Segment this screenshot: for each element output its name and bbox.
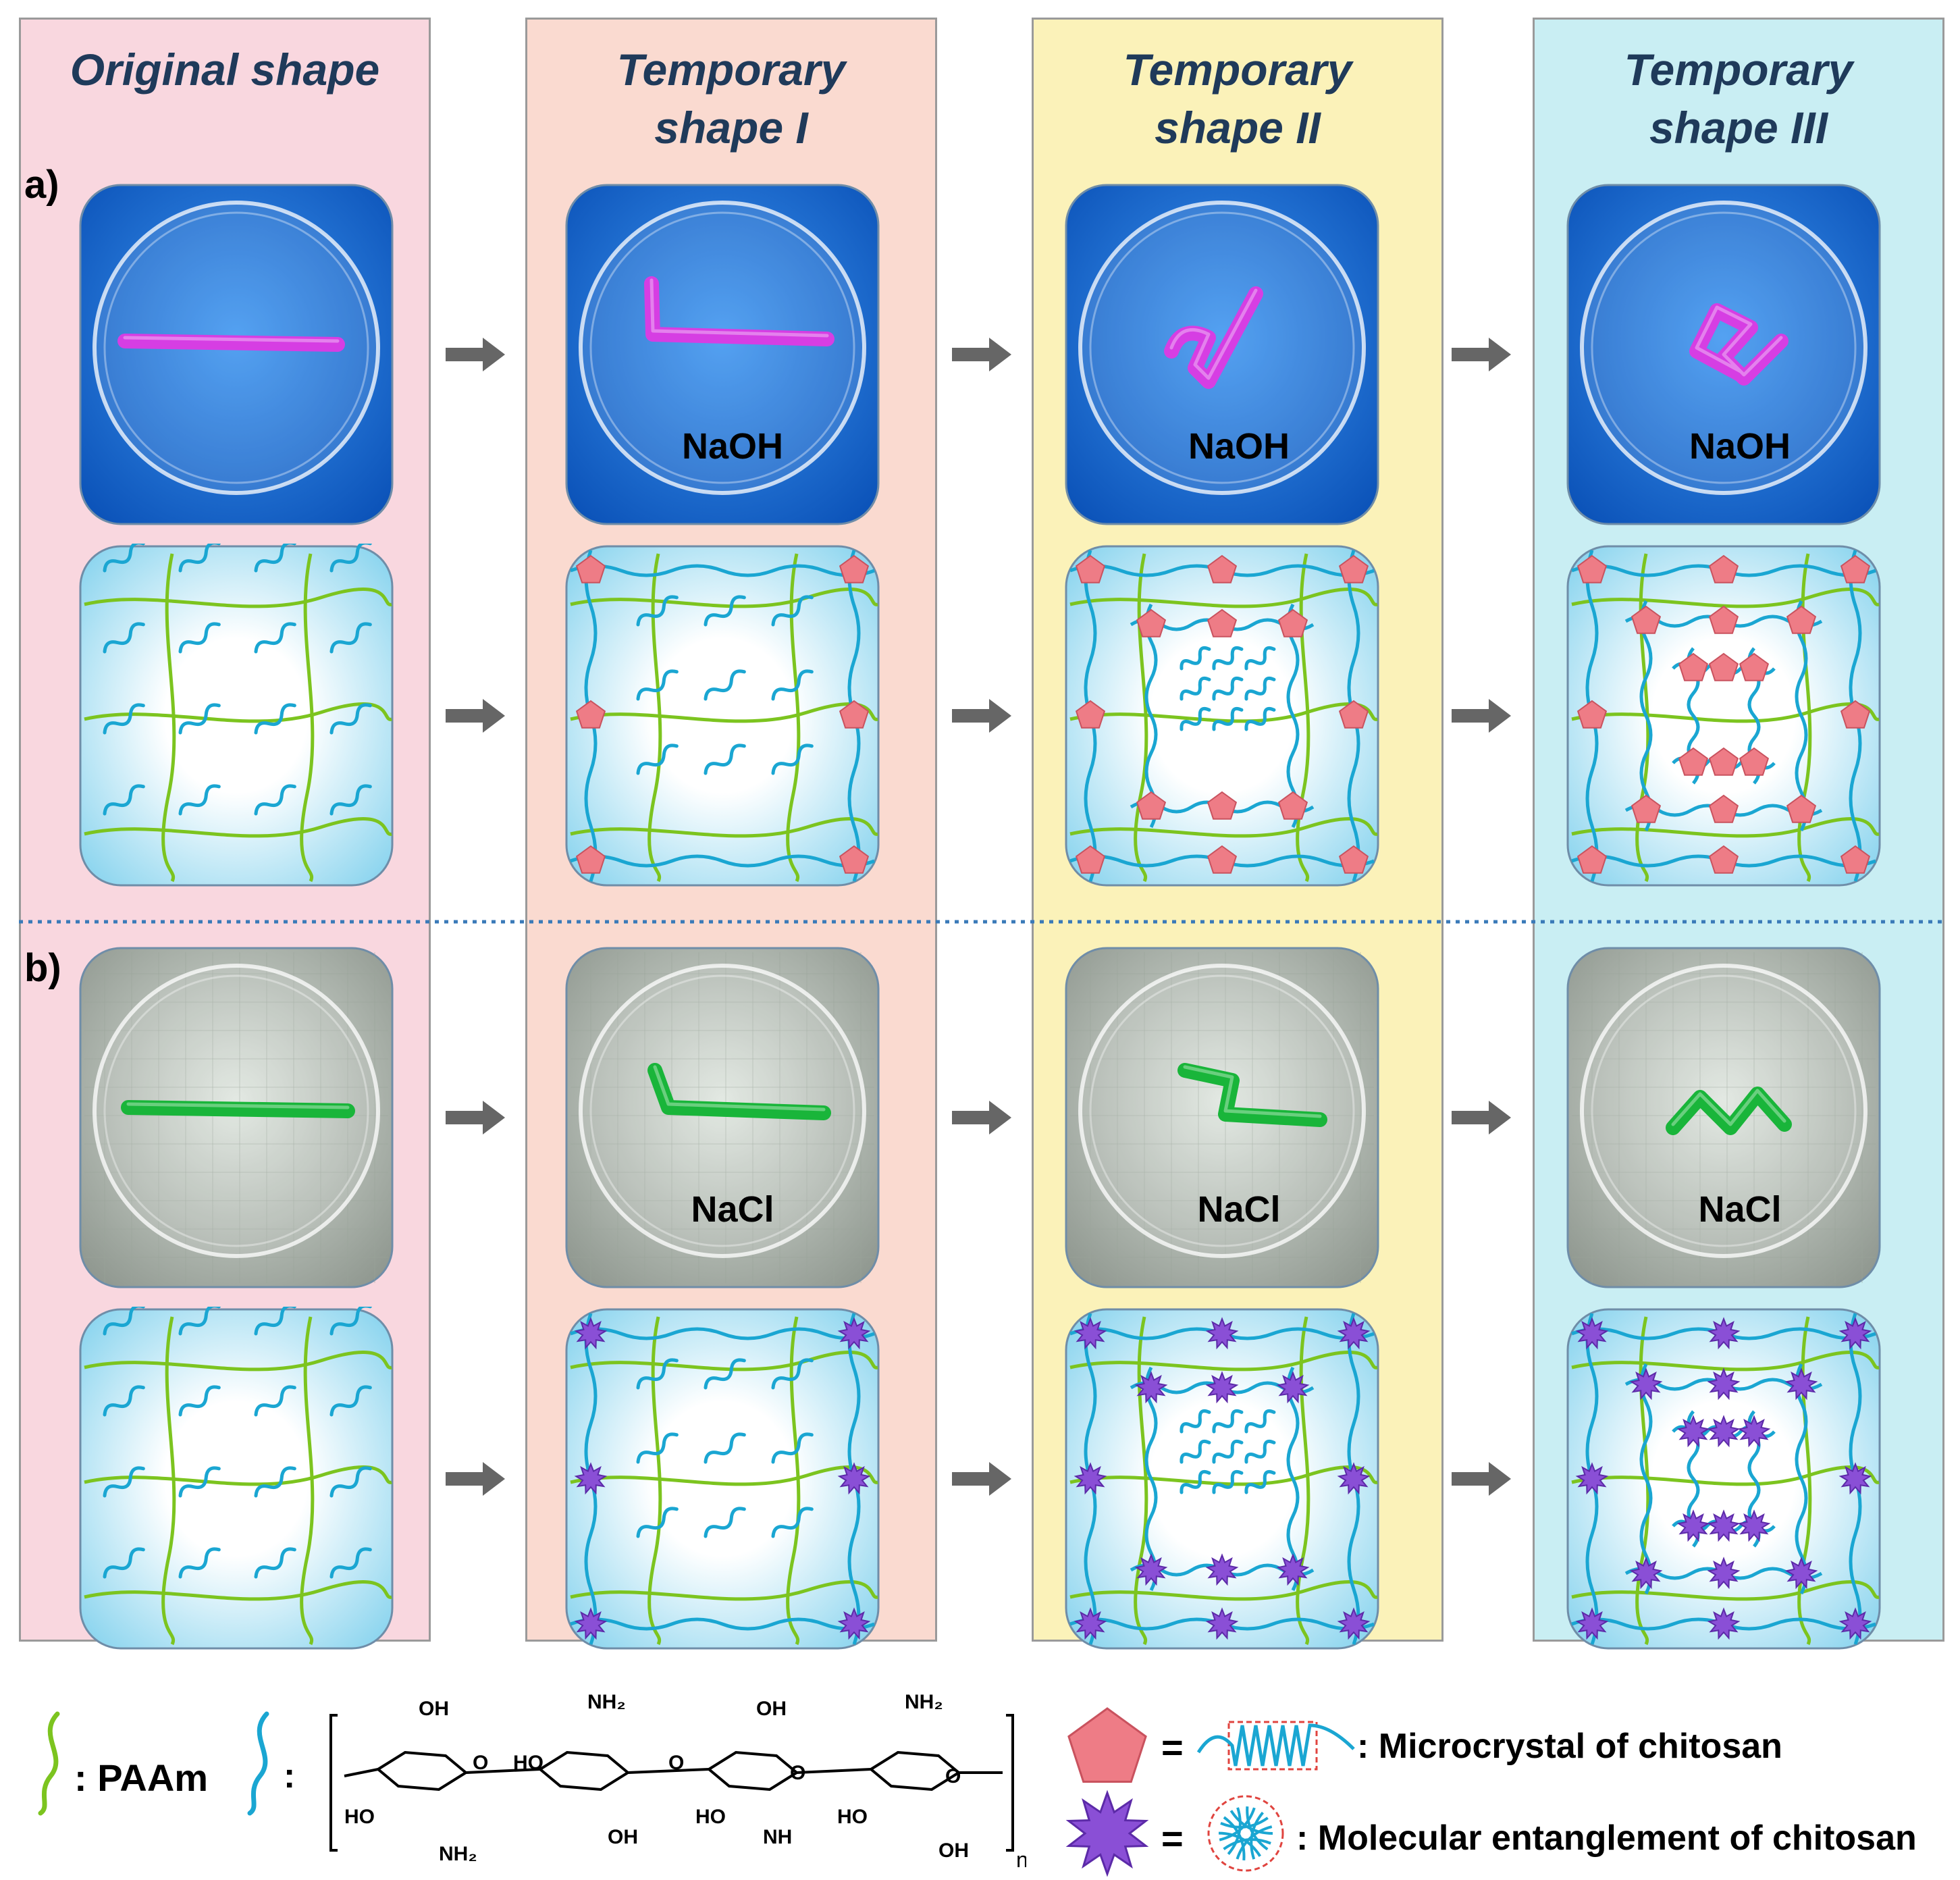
dish-photo-b-2 <box>1065 947 1379 1288</box>
dish-photo-a-0 <box>79 184 394 525</box>
network-diagram-b-3 <box>1566 1308 1881 1650</box>
dish-photo-b-3 <box>1566 947 1881 1288</box>
legend-entanglement-label: : Molecular entanglement of chitosan <box>1296 1819 1917 1858</box>
legend-equals-2: = <box>1161 1817 1184 1860</box>
dish-photo-a-1 <box>565 184 880 525</box>
transition-arrow-0-0 <box>446 338 505 371</box>
structure-label-3: O <box>473 1752 488 1774</box>
row-divider <box>19 920 1944 924</box>
structure-label-9: HO <box>695 1806 726 1828</box>
dish-photo-b-0 <box>79 947 394 1288</box>
legend-chitosan-strand <box>247 1711 269 1816</box>
structure-label-14: O <box>945 1765 961 1787</box>
network-diagram-a-1 <box>565 545 880 887</box>
transition-arrow-0-1 <box>952 338 1011 371</box>
reagent-label-a-3: NaOH <box>1689 426 1791 467</box>
legend-microcrystal-label: : Microcrystal of chitosan <box>1357 1727 1782 1766</box>
structure-label-15: OH <box>938 1839 969 1862</box>
reagent-label-a-1: NaOH <box>681 426 784 467</box>
reagent-label-b-3: NaCl <box>1698 1189 1782 1230</box>
structure-label-6: OH <box>608 1826 638 1848</box>
structure-label-8: OH <box>756 1698 787 1720</box>
transition-arrow-3-1 <box>952 1462 1011 1496</box>
transition-arrow-1-1 <box>952 699 1011 733</box>
legend-equals-1: = <box>1161 1726 1184 1769</box>
legend-microcrystal-icon <box>1067 1707 1147 1783</box>
transition-arrow-0-2 <box>1452 338 1511 371</box>
network-diagram-a-3 <box>1566 545 1881 887</box>
transition-arrow-1-0 <box>446 699 505 733</box>
dish-photo-a-2 <box>1065 184 1379 525</box>
structure-label-1: HO <box>344 1806 375 1828</box>
legend-paam-strand <box>38 1711 60 1816</box>
network-diagram-a-2 <box>1065 545 1379 887</box>
legend-microcrystal-chain <box>1196 1721 1355 1771</box>
repeat-subscript: n <box>1016 1848 1026 1872</box>
network-diagram-b-0 <box>79 1307 394 1650</box>
transition-arrow-2-1 <box>952 1101 1011 1134</box>
structure-label-10: NH <box>763 1826 792 1848</box>
structure-label-12: NH₂ <box>905 1691 943 1713</box>
structure-label-5: NH₂ <box>587 1691 626 1713</box>
row-label-b: b) <box>24 946 61 990</box>
legend-paam-label: : PAAm <box>74 1756 209 1799</box>
row-label-a: a) <box>24 163 59 207</box>
structure-label-13: HO <box>837 1806 868 1828</box>
reagent-label-b-1: NaCl <box>691 1189 774 1230</box>
structure-label-7: O <box>668 1752 684 1774</box>
structure-label-11: O <box>790 1762 805 1784</box>
legend-chitosan-colon: : <box>284 1756 296 1796</box>
network-diagram-b-2 <box>1065 1308 1379 1650</box>
transition-arrow-3-0 <box>446 1462 505 1496</box>
reagent-label-b-2: NaCl <box>1197 1189 1281 1230</box>
structure-label-4: HO <box>513 1752 544 1774</box>
dish-photo-a-3 <box>1566 184 1881 525</box>
transition-arrow-2-2 <box>1452 1101 1511 1134</box>
network-diagram-b-1 <box>565 1308 880 1650</box>
legend-entanglement-icon <box>1065 1790 1149 1877</box>
reagent-label-a-2: NaOH <box>1188 426 1290 467</box>
column-title-original: Original shape <box>70 45 380 95</box>
structure-label-2: NH₂ <box>439 1843 477 1865</box>
transition-arrow-2-0 <box>446 1101 505 1134</box>
transition-arrow-3-2 <box>1452 1462 1511 1496</box>
dish-photo-b-1 <box>565 947 880 1288</box>
transition-arrow-1-2 <box>1452 699 1511 733</box>
legend-entanglement-ball <box>1207 1795 1284 1872</box>
structure-label-0: OH <box>419 1698 449 1720</box>
network-diagram-a-0 <box>79 544 394 887</box>
